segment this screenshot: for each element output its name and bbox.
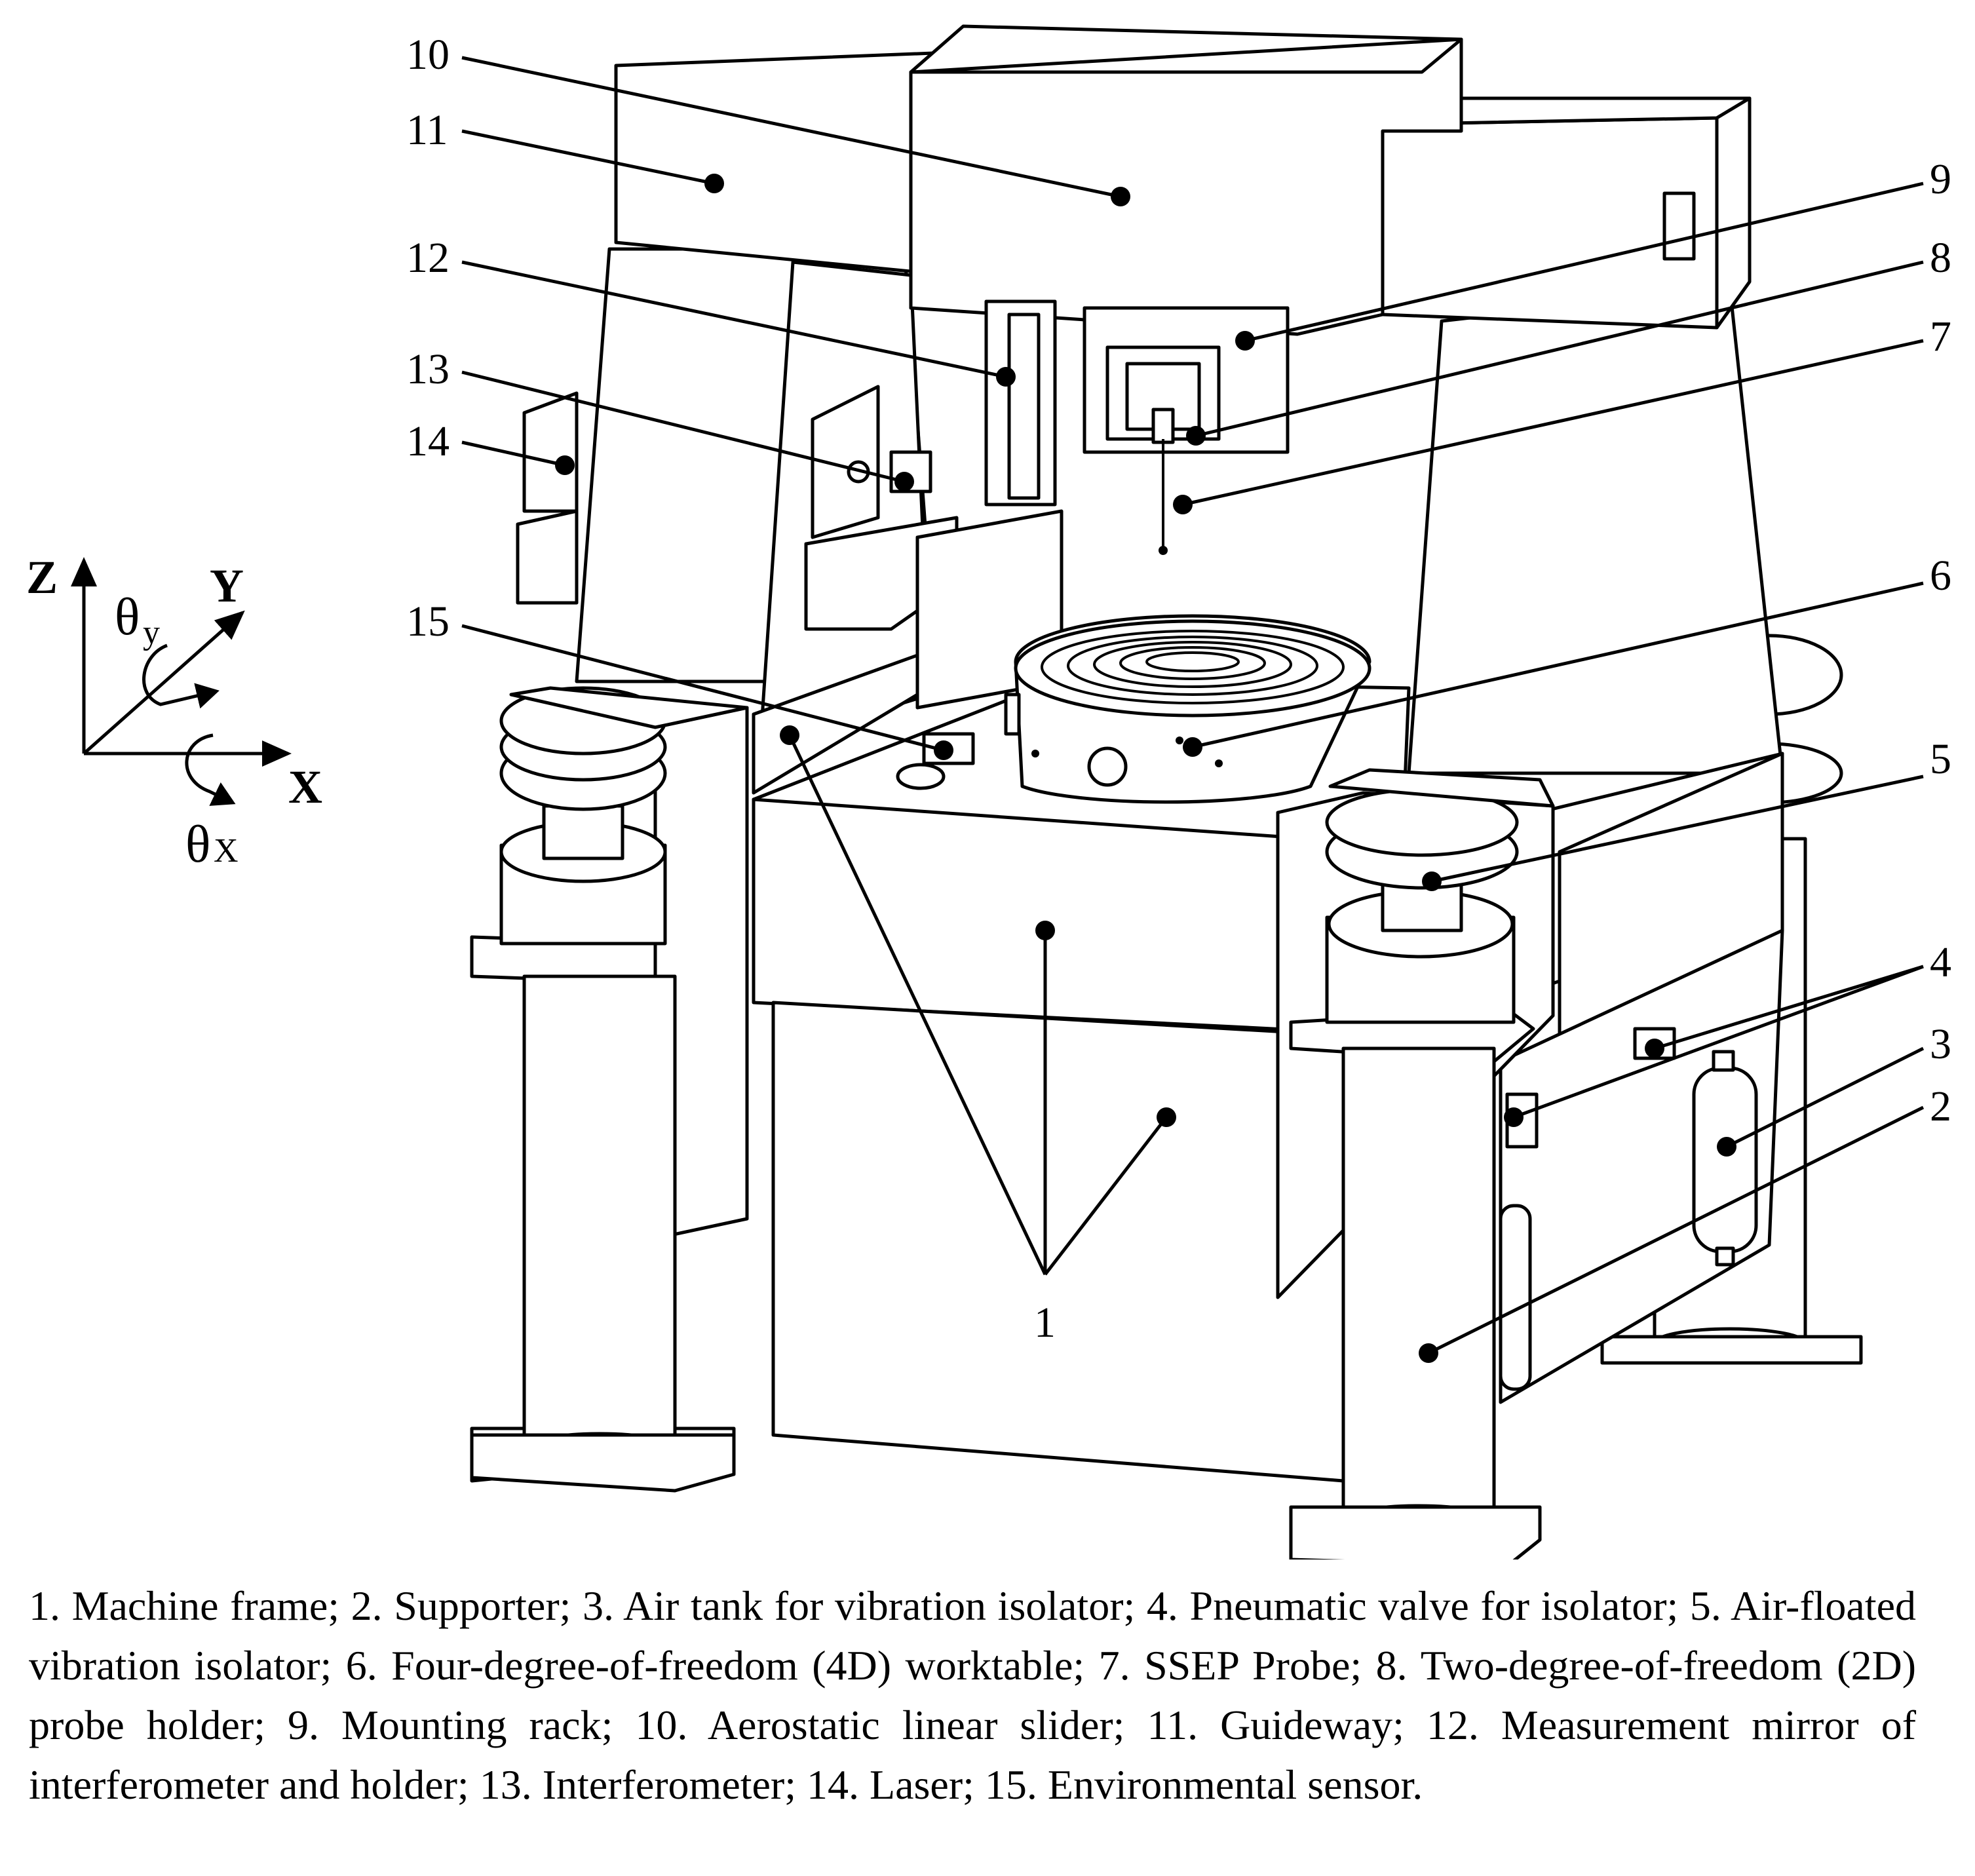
callout-number-4: 4 (1930, 938, 1951, 986)
leader-line-10 (461, 56, 1121, 199)
callout-dot-1b (780, 725, 799, 745)
callout-number-2: 2 (1930, 1082, 1951, 1130)
y-axis-label: Y (210, 560, 244, 612)
leader-line-2 (1427, 1105, 1925, 1355)
callout-number-9: 9 (1930, 155, 1951, 203)
callout-dot-9 (1235, 331, 1255, 351)
theta-y-symbol: θ (115, 588, 140, 646)
y-axis-arrow (83, 610, 245, 755)
z-axis-label: Z (26, 551, 58, 603)
air-tank-part (1499, 1050, 1758, 1391)
machine-drawing (470, 24, 1863, 1560)
leader-line-9 (1244, 182, 1924, 343)
leader-line-14 (461, 440, 566, 467)
aerostatic-slider (909, 24, 1463, 336)
callout-dot-6 (1183, 737, 1202, 757)
callout-number-13: 13 (406, 345, 450, 393)
leader-line-3 (1725, 1046, 1925, 1149)
callout-dot-2 (1419, 1343, 1438, 1363)
leader-line-1b (788, 734, 1047, 1276)
callout-dot-14 (555, 455, 575, 475)
theta-x-subscript: X (214, 832, 239, 870)
coordinate-axes: Z Y X θ y θ X (26, 551, 322, 873)
leader-line-7 (1182, 339, 1924, 507)
callout-dot-11 (704, 174, 724, 193)
callout-dot-15 (934, 740, 953, 760)
ssep-probe-part (1159, 439, 1168, 555)
leader-line-8 (1195, 260, 1924, 438)
callout-dot-8 (1186, 426, 1206, 446)
laser-part (516, 391, 579, 605)
callout-number-12: 12 (406, 234, 450, 282)
callout-number-10: 10 (406, 31, 450, 79)
probe-holder-part (1105, 345, 1221, 444)
worktable-part (1004, 614, 1371, 804)
leader-line-1c (1044, 1116, 1168, 1276)
callout-dot-10 (1111, 187, 1130, 206)
callout-leaders (461, 56, 1925, 1363)
theta-x-rotation-icon (185, 733, 236, 806)
callout-number-6: 6 (1930, 552, 1951, 600)
callout-dot-4b (1645, 1039, 1664, 1058)
callout-number-15: 15 (406, 598, 450, 645)
callout-numbers: 1 2 3 4 5 6 7 8 9 10 11 12 13 14 15 (406, 31, 1951, 1347)
leader-line-12 (461, 260, 1007, 379)
callout-number-11: 11 (406, 106, 448, 154)
theta-y-subscript: y (143, 614, 160, 651)
callout-dot-5 (1422, 871, 1442, 891)
leader-line-13 (461, 370, 905, 484)
x-axis-label: X (288, 761, 322, 813)
leader-line-5 (1431, 775, 1924, 883)
callout-dot-7 (1173, 495, 1193, 514)
callout-number-8: 8 (1930, 234, 1951, 282)
right-supporter-part (1276, 768, 1555, 1560)
callout-dot-1a (1035, 921, 1055, 940)
callout-dot-1c (1157, 1107, 1176, 1127)
machine-diagram: Z Y X θ y θ X (26, 24, 1951, 1560)
leader-line-4b (1654, 965, 1924, 1050)
callout-dot-4a (1504, 1107, 1524, 1127)
leader-line-4a (1513, 965, 1924, 1119)
theta-y-rotation-icon (142, 643, 220, 709)
callout-dot-13 (894, 472, 914, 491)
left-supporter-part (470, 686, 749, 1493)
callout-number-7: 7 (1930, 313, 1951, 360)
leader-line-6 (1192, 581, 1924, 749)
callout-dot-12 (996, 367, 1016, 387)
callout-dot-3 (1717, 1137, 1736, 1157)
leader-line-15 (461, 624, 944, 752)
callout-number-14: 14 (406, 417, 450, 465)
mirror-holder-part (984, 299, 1057, 507)
callout-number-3: 3 (1930, 1020, 1951, 1068)
leader-line-11 (461, 129, 715, 185)
figure-caption: 1. Machine frame; 2. Supporter; 3. Air t… (29, 1582, 1916, 1808)
callout-number-1: 1 (1034, 1299, 1056, 1347)
theta-x-symbol: θ (185, 816, 210, 873)
callout-number-5: 5 (1930, 735, 1951, 783)
